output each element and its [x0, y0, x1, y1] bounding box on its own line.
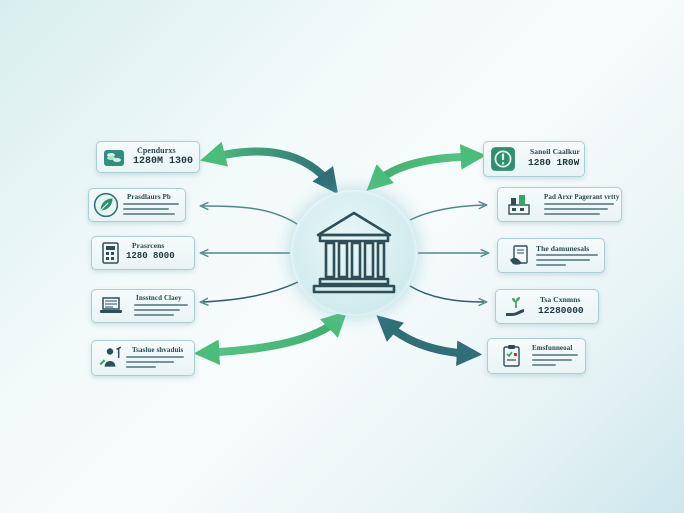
card-text-lines — [536, 254, 598, 269]
connector-right-2 — [409, 205, 484, 221]
card-right-1[interactable]: Sanoil Caalkur 1280 1R0W — [483, 141, 585, 177]
handshake-document-icon — [510, 244, 528, 265]
card-left-2[interactable]: Prasdlaurs Pb — [88, 188, 186, 222]
arrow-top-right — [366, 144, 487, 191]
arrow-top-left — [200, 141, 339, 195]
card-title: Pad Arxr Pagerant vrtty — [544, 193, 620, 201]
card-title: Prasdlaurs Pb — [127, 193, 171, 201]
laptop-computer-icon — [100, 297, 122, 313]
card-left-4[interactable]: Insstncd Claey — [91, 289, 195, 323]
card-title: The damunesals — [536, 244, 590, 253]
connector-left-2 — [203, 206, 298, 225]
card-title: Tsaslue shvaduis — [132, 346, 184, 354]
card-title: Insstncd Claey — [136, 294, 182, 302]
factory-machine-icon — [508, 194, 530, 215]
bank-building-icon — [312, 211, 396, 294]
card-value: 1280 1R0W — [528, 157, 580, 168]
card-text-lines — [134, 304, 188, 319]
card-text-lines — [532, 354, 578, 369]
farmer-tools-icon — [99, 346, 122, 367]
central-hub — [291, 190, 417, 316]
alert-badge-icon — [491, 147, 515, 171]
hand-plant-icon — [506, 296, 524, 316]
document-calculator-icon — [102, 242, 119, 264]
card-value: 1280M 1300 — [133, 156, 194, 167]
card-text-lines — [126, 356, 184, 371]
card-left-1[interactable]: Cpendurxs 1280M 1300 — [96, 141, 200, 173]
card-title: Emsfunneoal — [532, 344, 573, 352]
card-title: Prasrcens — [132, 241, 165, 250]
arrow-bottom-right — [376, 315, 483, 367]
card-value: 12280000 — [538, 305, 584, 316]
connector-right-4 — [409, 285, 484, 302]
card-left-3[interactable]: Prasrcens 1280 8000 — [91, 236, 195, 270]
connector-left-4 — [203, 281, 299, 302]
checklist-clipboard-icon — [503, 345, 520, 367]
card-title: Tsa Cxnmns — [540, 295, 581, 304]
card-right-2[interactable]: Pad Arxr Pagerant vrtty — [497, 187, 622, 222]
card-value: 1280 8000 — [126, 251, 175, 261]
card-text-lines — [544, 203, 614, 218]
card-left-5[interactable]: Tsaslue shvaduis — [91, 340, 195, 376]
coins-cash-icon — [104, 150, 124, 166]
card-right-3[interactable]: The damunesals — [497, 238, 605, 273]
card-title: Sanoil Caalkur — [530, 147, 580, 156]
card-right-4[interactable]: Tsa Cxnmns 12280000 — [495, 289, 599, 324]
card-text-lines — [123, 203, 179, 218]
arrow-bottom-left — [193, 310, 348, 365]
card-right-5[interactable]: Emsfunneoal — [487, 338, 586, 374]
leaf-check-icon — [93, 192, 119, 218]
card-title: Cpendurxs — [137, 146, 176, 155]
